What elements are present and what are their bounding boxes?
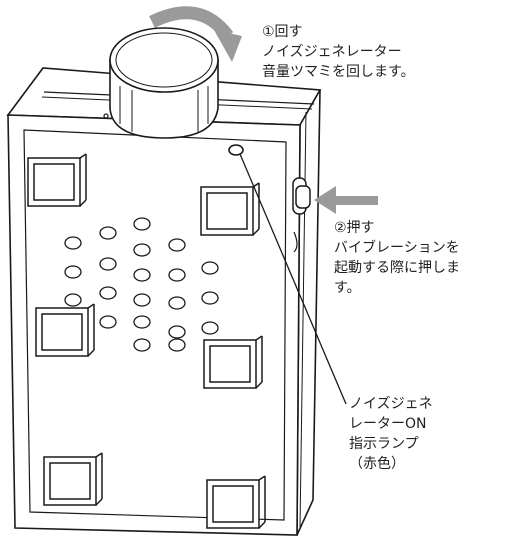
button-annotation-line-3: 起動する際に押しま [334, 260, 460, 276]
lamp-annotation-line-4: （赤色） [349, 456, 405, 472]
button-annotation: ②押す バイブレーションを 起動する際に押しま す。 [334, 218, 460, 298]
leader-line [239, 153, 347, 405]
rubber-feet [27, 153, 266, 529]
foot-top-left [27, 153, 87, 207]
foot-top-right [200, 182, 260, 236]
lamp-annotation-line-2: レーターON [349, 416, 427, 432]
lamp-annotation: ノイズジェネ レーターON 指示ランプ （赤色） [349, 394, 433, 474]
left-arrow-icon [314, 186, 378, 214]
knob-annotation-line-2: ノイズジェネレーター [262, 44, 402, 60]
indicator-lamp [228, 144, 244, 156]
curved-arrow-icon [149, 6, 242, 62]
button-annotation-line-4: す。 [334, 280, 361, 296]
volume-knob [109, 27, 219, 139]
knob-annotation-line-1: ①回す [262, 24, 303, 40]
lamp-annotation-line-1: ノイズジェネ [349, 396, 433, 412]
knob-annotation-line-3: 音量ツマミを回します。 [262, 64, 415, 80]
speaker-holes [64, 217, 219, 352]
button-annotation-line-1: ②押す [334, 220, 375, 236]
lamp-annotation-line-3: 指示ランプ [349, 436, 419, 452]
foot-mid-left [35, 303, 95, 357]
foot-bottom-left [43, 452, 103, 506]
knob-annotation: ①回す ノイズジェネレーター 音量ツマミを回します。 [262, 22, 415, 82]
foot-mid-right [203, 335, 263, 389]
vibration-button [292, 177, 311, 253]
foot-bottom-right [206, 475, 266, 529]
button-annotation-line-2: バイブレーションを [334, 240, 460, 256]
vent-dot [103, 113, 109, 119]
